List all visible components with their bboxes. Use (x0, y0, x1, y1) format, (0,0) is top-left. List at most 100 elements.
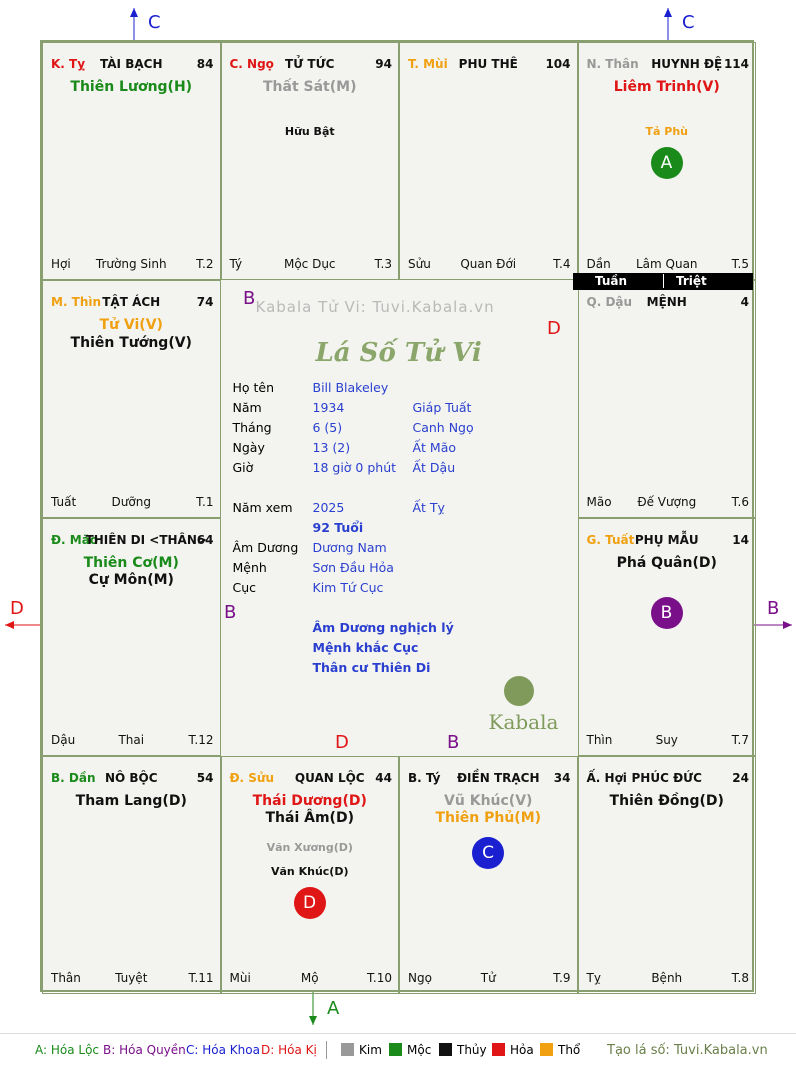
note-2: Mệnh khắc Cục (312, 640, 419, 655)
note-3: Thân cư Thiên Di (312, 660, 431, 675)
main-star: Cự Môn(M) (88, 572, 174, 588)
palace-huynh-de[interactable]: N. Thân HUYNH ĐỆ 114 Liêm Trinh(V) Tả Ph… (577, 42, 756, 280)
legend-hoa-loc: A: Hóa Lộc (35, 1043, 100, 1057)
palace-cycle: Đế Vượng (637, 495, 697, 509)
main-star: Thiên Phủ(M) (435, 810, 542, 826)
axis-label-d: D (10, 598, 24, 619)
main-star: Phá Quân(D) (616, 555, 717, 571)
palace-tat-ach[interactable]: M. Thìn TẬT ÁCH 74 Tử Vi(V) Thiên Tướng(… (42, 280, 221, 518)
value-thang-can-chi: Canh Ngọ (412, 420, 474, 435)
main-star: Tham Lang(D) (75, 793, 187, 809)
value-nam-can-chi: Giáp Tuất (412, 400, 472, 415)
minor-star: Hữu Bật (284, 125, 335, 138)
palace-branch: Mùi (229, 971, 251, 985)
palace-name: HUYNH ĐỆ (651, 57, 723, 71)
palace-period: T.6 (731, 495, 749, 509)
legend-site: Tạo lá số: Tuvi.Kabala.vn (607, 1043, 768, 1058)
palace-branch: Thìn (586, 733, 613, 747)
palace-quan-loc[interactable]: Đ. Sửu QUAN LỘC 44 Thái Dương(D) Thái Âm… (220, 756, 399, 994)
palace-period: T.12 (188, 733, 214, 747)
triet-label: Triệt (663, 274, 707, 288)
palace-cycle: Suy (655, 733, 678, 747)
palace-branch: Dậu (51, 733, 76, 747)
legend-kim: Kim (341, 1043, 382, 1057)
palace-phu-mau[interactable]: G. Tuất PHỤ MẪU 14 Phá Quân(D) B Thìn Su… (577, 518, 756, 756)
axis-label-a: A (327, 998, 340, 1019)
axis-label-c-left: C (148, 12, 161, 33)
legend-tho: Thổ (540, 1043, 580, 1057)
palace-name: PHU THÊ (458, 57, 518, 71)
palace-name: PHỤ MẪU (634, 533, 699, 547)
minor-star: Tả Phù (645, 125, 688, 138)
value-thang: 6 (5) (312, 420, 343, 435)
label-menh: Mệnh (232, 560, 267, 575)
palace-number: 64 (196, 533, 214, 547)
palace-name: ĐIỀN TRẠCH (457, 771, 540, 785)
legend-hoa-ki: D: Hóa Kị (261, 1043, 317, 1057)
palace-name: NÔ BỘC (104, 771, 158, 785)
palace-branch: Mão (586, 495, 612, 509)
main-star: Liêm Trinh(V) (613, 79, 720, 95)
palace-number: 34 (553, 771, 571, 785)
palace-period: T.5 (731, 257, 749, 271)
palace-name: TÀI BẠCH (100, 57, 163, 71)
palace-number: 74 (196, 295, 214, 309)
palace-menh[interactable]: Q. Dậu MỆNH 4 Mão Đế Vượng T.6 (577, 280, 756, 518)
label-nam-xem: Năm xem (232, 500, 293, 515)
hoa-ki-marker: D (293, 887, 326, 919)
chart-board: K. Tỵ TÀI BẠCH 84 Thiên Lương(H) Hợi Trư… (40, 40, 756, 994)
line-label-b: B (243, 288, 256, 309)
main-star: Thiên Đồng(D) (609, 793, 724, 809)
palace-no-boc[interactable]: B. Dần NÔ BỘC 54 Tham Lang(D) Thân Tuyệt… (42, 756, 221, 994)
value-gio: 18 giờ 0 phút (312, 460, 397, 475)
axis-label-c-right: C (682, 12, 695, 33)
label-ho-ten: Họ tên (232, 380, 275, 395)
watermark-text: Kabala Tử Vi: Tuvi.Kabala.vn (255, 298, 495, 316)
palace-branch: Thân (51, 971, 81, 985)
palace-branch: Tý (229, 257, 243, 271)
value-nam: 1934 (312, 400, 345, 415)
tuan-triet-bar: Tuần Triệt (573, 273, 753, 290)
palace-can: Đ. Mão (51, 533, 99, 547)
legend-hoa-khoa: C: Hóa Khoa (186, 1043, 260, 1057)
palace-cycle: Tuyệt (115, 971, 148, 985)
chart-title: Lá Số Tử Vi (315, 338, 482, 368)
label-am-duong: Âm Dương (232, 540, 299, 555)
value-menh: Sơn Đầu Hỏa (312, 560, 394, 575)
palace-branch: Hợi (51, 257, 71, 271)
palace-cycle: Mộ (300, 971, 319, 985)
palace-name: TẬT ÁCH (102, 295, 161, 309)
main-star: Thiên Tướng(V) (70, 335, 192, 351)
legend-thuy: Thủy (439, 1043, 487, 1057)
line-label-b: B (224, 602, 237, 623)
palace-number: 44 (375, 771, 392, 785)
palace-branch: Dần (586, 257, 611, 271)
palace-can: M. Thìn (51, 295, 102, 309)
palace-branch: Tỵ (586, 971, 601, 985)
hoa-khoa-marker: C (472, 837, 504, 869)
palace-phuc-duc[interactable]: Ấ. Hợi PHÚC ĐỨC 24 Thiên Đồng(D) Tỵ Bệnh… (577, 756, 756, 994)
minor-star: Văn Khúc(D) (271, 865, 349, 878)
palace-number: 14 (732, 533, 749, 547)
palace-thien-di[interactable]: Đ. Mão THIÊN DI <THÂN> 64 Thiên Cơ(M) Cự… (42, 518, 221, 756)
palace-cycle: Mộc Dục (283, 257, 336, 271)
hoa-quyen-marker: B (650, 597, 683, 629)
palace-name: TỬ TỨC (285, 57, 335, 71)
palace-can: Q. Dậu (586, 295, 633, 309)
main-star: Vũ Khúc(V) (444, 793, 533, 809)
palace-tai-bach[interactable]: K. Tỵ TÀI BẠCH 84 Thiên Lương(H) Hợi Trư… (42, 42, 221, 280)
tuan-label: Tuần (595, 274, 628, 288)
palace-can: N. Thân (586, 57, 639, 71)
main-star: Thái Âm(D) (265, 810, 354, 826)
palace-dien-trach[interactable]: B. Tý ĐIỀN TRẠCH 34 Vũ Khúc(V) Thiên Phủ… (399, 756, 578, 994)
kabala-logo: Kabala (488, 710, 559, 734)
palace-period: T.11 (188, 971, 214, 985)
main-star: Thiên Cơ(M) (83, 555, 179, 571)
value-ngay: 13 (2) (312, 440, 351, 455)
palace-cycle: Tử (480, 971, 496, 985)
palace-tu-tuc[interactable]: C. Ngọ TỬ TỨC 94 Thất Sát(M) Hữu Bật Tý … (220, 42, 399, 280)
line-label-b: B (447, 732, 460, 753)
line-label-d: D (335, 732, 349, 753)
palace-number: 4 (740, 295, 749, 309)
palace-phu-the[interactable]: T. Mùi PHU THÊ 104 Sửu Quan Đới T.4 (399, 42, 578, 280)
